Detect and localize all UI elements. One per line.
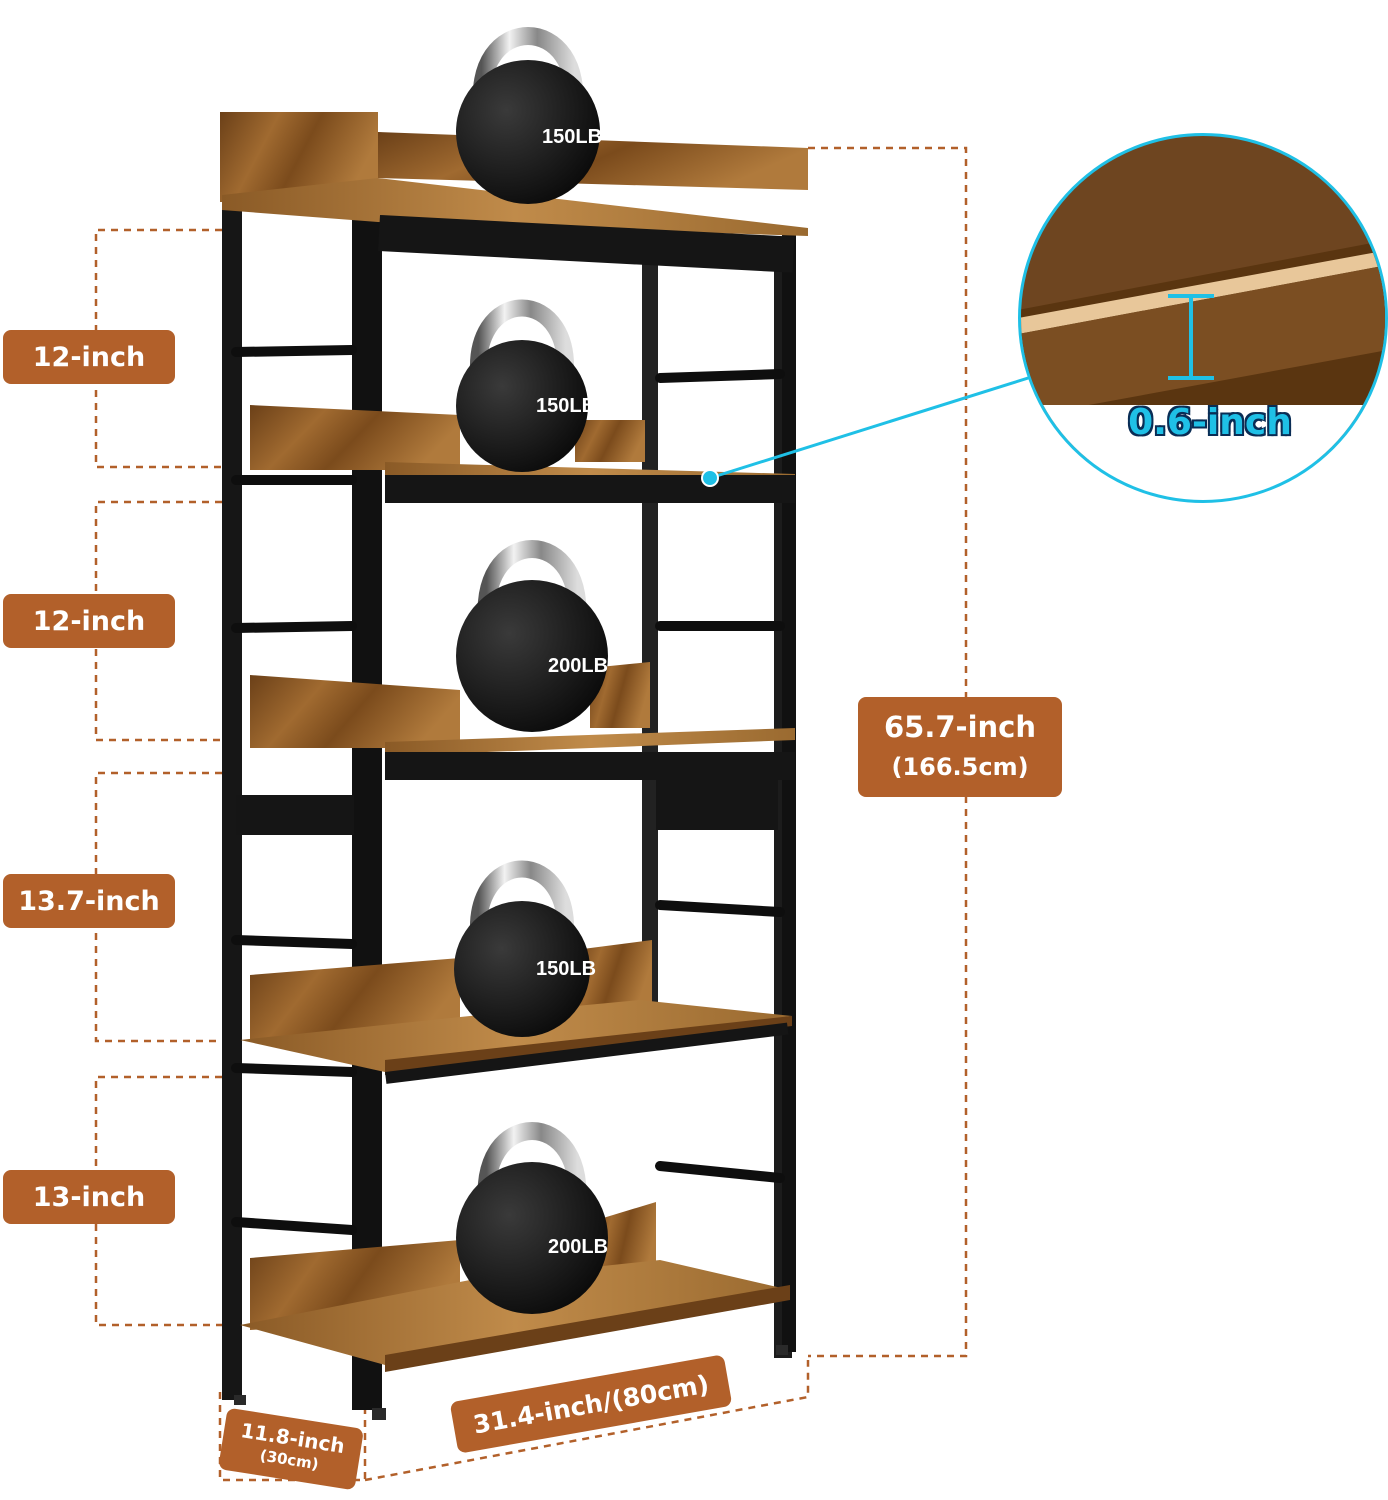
total-height-label: 65.7-inch bbox=[883, 710, 1036, 744]
shelf-feet bbox=[234, 1345, 788, 1420]
kettlebell-3 bbox=[456, 540, 608, 732]
tier-3-height-label: 13.7-inch bbox=[18, 885, 160, 917]
weight-label-2: 150LB bbox=[536, 395, 596, 417]
side-crossbars bbox=[231, 345, 785, 1235]
total-height-badge: 65.7-inch (166.5cm) bbox=[858, 697, 1062, 797]
tier-2-height-badge: 12-inch bbox=[3, 594, 175, 648]
weight-label-3: 200LB bbox=[548, 655, 608, 677]
thickness-callout bbox=[701, 133, 1388, 503]
thickness-marker bbox=[1168, 294, 1214, 380]
kettlebell-4 bbox=[454, 860, 590, 1037]
tier-4-height-badge: 13-inch bbox=[3, 1170, 175, 1224]
tier-3-height-badge: 13.7-inch bbox=[3, 874, 175, 928]
shelf-4 bbox=[240, 940, 792, 1084]
rear-post-left bbox=[642, 258, 658, 1048]
weight-label-5: 200LB bbox=[548, 1236, 608, 1258]
front-post-left bbox=[352, 200, 382, 1410]
front-post-outer bbox=[222, 205, 242, 1400]
tier-1-height-badge: 12-inch bbox=[3, 330, 175, 384]
front-post-right bbox=[782, 232, 796, 1352]
kettlebell-2 bbox=[456, 299, 588, 472]
shelf-3 bbox=[250, 662, 795, 780]
kettlebell-5 bbox=[456, 1122, 608, 1314]
tier-4-height-label: 13-inch bbox=[32, 1181, 146, 1213]
tier-2-height-label: 12-inch bbox=[32, 605, 146, 637]
shelf-2 bbox=[250, 405, 795, 503]
tier-1-height-label: 12-inch bbox=[32, 341, 146, 373]
joint-bracket bbox=[236, 778, 778, 835]
board-thickness-label: 0.6-inch bbox=[1128, 402, 1292, 443]
height-bracket bbox=[808, 146, 968, 1358]
kettlebell-1 bbox=[456, 27, 600, 204]
total-height-metric-label: (166.5cm) bbox=[891, 753, 1029, 781]
shelf-frame bbox=[222, 200, 796, 1410]
weight-label-1: 150LB bbox=[542, 126, 602, 148]
weight-label-4: 150LB bbox=[536, 958, 596, 980]
